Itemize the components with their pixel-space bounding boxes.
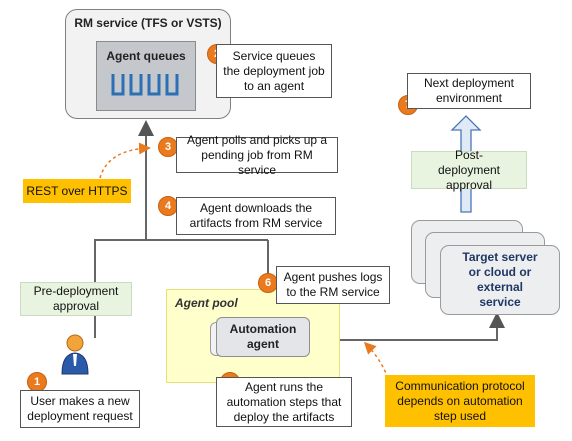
step-4-badge: 4 <box>158 196 178 216</box>
step-1-badge: 1 <box>27 372 47 392</box>
user-icon <box>61 334 89 375</box>
communication-dashed-connector <box>363 341 389 379</box>
rest-dashed-connector <box>99 142 151 179</box>
step-1-note: User makes a new deployment request <box>20 390 140 428</box>
rm-service-box: RM service (TFS or VSTS) Agent queues <box>65 9 231 119</box>
post-deployment-approval: Post-deployment approval <box>411 148 527 192</box>
request-connector <box>94 120 154 282</box>
target-server: Target server or cloud or external servi… <box>440 245 560 315</box>
step-3-badge: 3 <box>158 137 178 157</box>
step-3-note: Agent polls and picks up a pending job f… <box>176 133 338 177</box>
pre-deployment-approval: Pre-deployment approval <box>20 282 132 316</box>
step-6-note: Agent pushes logs to the RM service <box>276 266 390 304</box>
step-4-note: Agent downloads the artifacts from RM se… <box>176 197 336 235</box>
step-7-note: Next deployment environment <box>407 73 531 109</box>
step-6-badge: 6 <box>258 273 278 293</box>
rm-service-title: RM service (TFS or VSTS) <box>74 16 222 30</box>
rest-label: REST over HTTPS <box>23 179 131 203</box>
communication-note: Communication protocol depends on automa… <box>385 375 535 427</box>
queue-icon <box>111 74 179 96</box>
agent-queues-box: Agent queues <box>96 41 196 111</box>
agent-target-connector <box>312 312 505 341</box>
automation-agent: Automation agent <box>216 317 310 357</box>
agent-queues-label: Agent queues <box>106 49 186 63</box>
agent-pool-label: Agent pool <box>175 296 238 310</box>
step-2-note: Service queues the deployment job to an … <box>216 44 332 98</box>
step-5-note: Agent runs the automation steps that dep… <box>216 377 352 427</box>
